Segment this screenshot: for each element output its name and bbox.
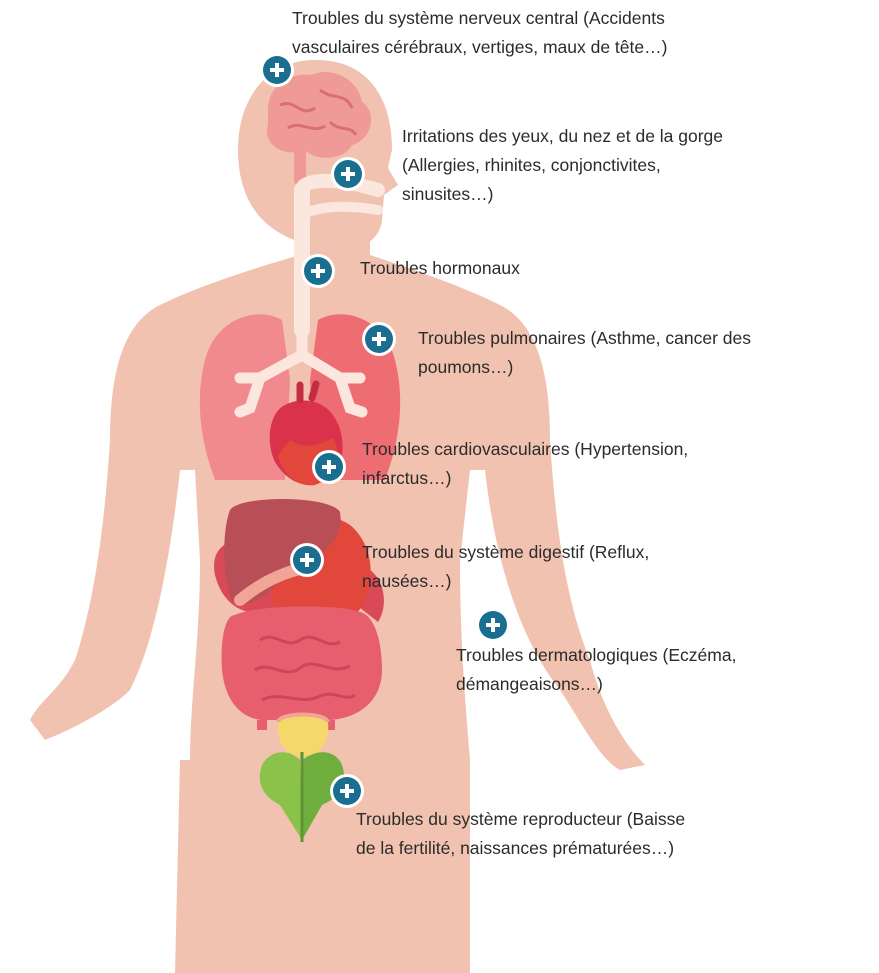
callout-line: Troubles du système digestif (Reflux,: [362, 538, 649, 567]
plus-marker-skin[interactable]: [476, 608, 510, 642]
callout-line: Troubles du système reproducteur (Baisse: [356, 805, 685, 834]
callout-line: Troubles hormonaux: [360, 254, 520, 283]
callout-line: sinusites…): [402, 180, 723, 209]
callout-line: (Allergies, rhinites, conjonctivites,: [402, 151, 723, 180]
callout-line: Troubles du système nerveux central (Acc…: [292, 4, 667, 33]
plus-marker-cardio[interactable]: [312, 450, 346, 484]
callout-hormonal: Troubles hormonaux: [360, 254, 520, 283]
plus-marker-pulmonary[interactable]: [362, 322, 396, 356]
callout-skin: Troubles dermatologiques (Eczéma, démang…: [456, 641, 736, 699]
callout-line: Troubles dermatologiques (Eczéma,: [456, 641, 736, 670]
callout-reproductive: Troubles du système reproducteur (Baisse…: [356, 805, 685, 863]
callout-nervous: Troubles du système nerveux central (Acc…: [292, 4, 667, 62]
callout-line: vasculaires cérébraux, vertiges, maux de…: [292, 33, 667, 62]
plus-marker-hormonal[interactable]: [301, 254, 335, 288]
callout-line: Troubles cardiovasculaires (Hypertension…: [362, 435, 688, 464]
plus-marker-nervous[interactable]: [260, 53, 294, 87]
callout-cardio: Troubles cardiovasculaires (Hypertension…: [362, 435, 688, 493]
plus-marker-eyes[interactable]: [331, 157, 365, 191]
callout-line: poumons…): [418, 353, 751, 382]
callout-digestive: Troubles du système digestif (Reflux, na…: [362, 538, 649, 596]
plus-marker-digestive[interactable]: [290, 543, 324, 577]
callout-pulmonary: Troubles pulmonaires (Asthme, cancer des…: [418, 324, 751, 382]
callout-line: de la fertilité, naissances prématurées……: [356, 834, 685, 863]
plus-marker-reproductive[interactable]: [330, 774, 364, 808]
callout-line: Irritations des yeux, du nez et de la go…: [402, 122, 723, 151]
callout-line: infarctus…): [362, 464, 688, 493]
callout-eyes: Irritations des yeux, du nez et de la go…: [402, 122, 723, 209]
callout-line: démangeaisons…): [456, 670, 736, 699]
callout-line: nausées…): [362, 567, 649, 596]
callout-line: Troubles pulmonaires (Asthme, cancer des: [418, 324, 751, 353]
